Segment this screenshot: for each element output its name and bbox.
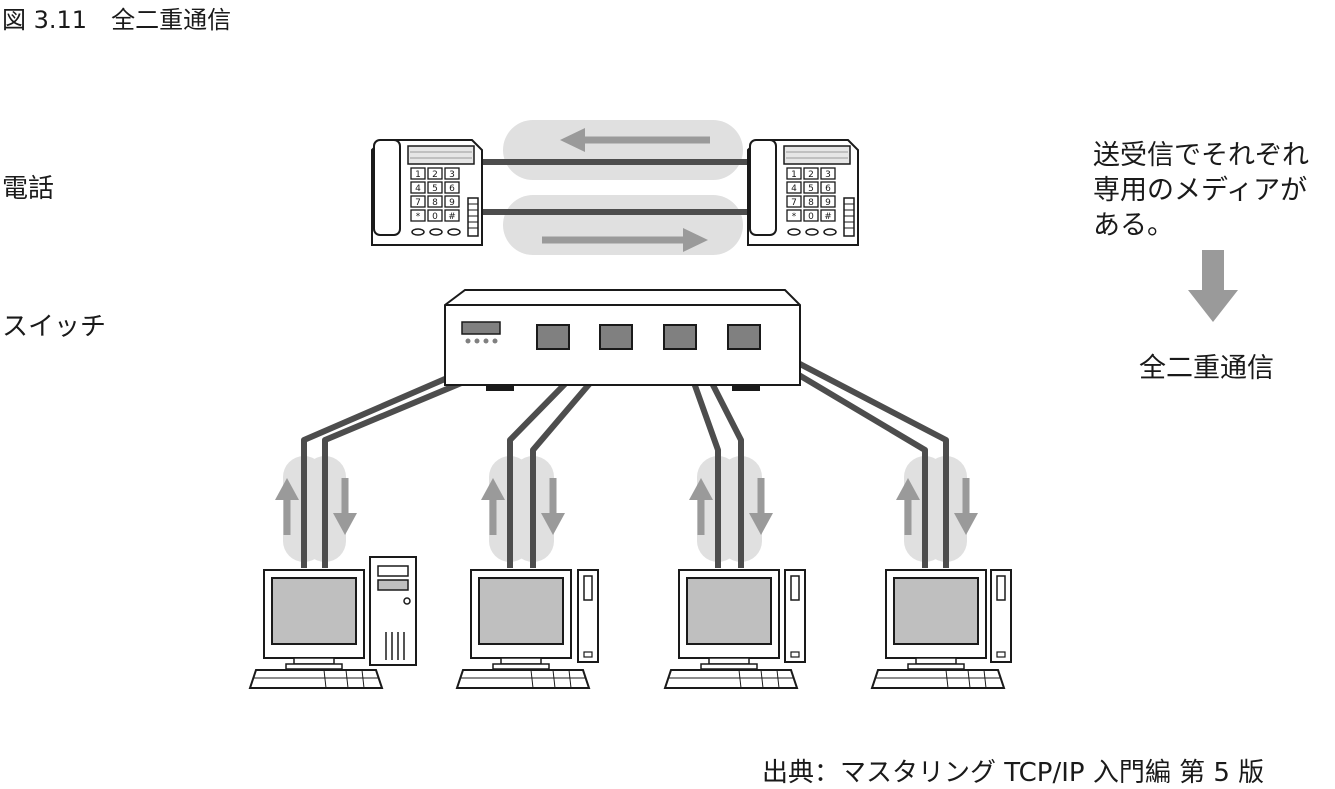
keypad-key (410, 195, 426, 208)
telephone-left (371, 139, 483, 246)
keypad-key (427, 195, 443, 208)
keypad-key-label: 8 (432, 198, 438, 208)
note-line-3: ある。 (1093, 210, 1174, 241)
keypad-key-label: 0 (808, 212, 814, 222)
keypad-right: 1 2 3 4 5 6 7 8 9 * 0 # (786, 167, 836, 222)
switch-port-3 (663, 324, 697, 350)
phone-channel-upper (503, 120, 743, 180)
pc-channels (275, 456, 978, 562)
keypad-key (786, 209, 802, 222)
arrow-down-icon (954, 478, 978, 535)
note-line-1: 送受信でそれぞれ (1093, 140, 1309, 171)
keypad-key (444, 209, 460, 222)
keypad-key (803, 167, 819, 180)
arrow-down-icon (541, 478, 565, 535)
keypad-key (410, 167, 426, 180)
keypad-key-label: 4 (415, 184, 421, 194)
keypad-key-label: 6 (825, 184, 831, 194)
keypad-key (820, 195, 836, 208)
keypad-key (410, 181, 426, 194)
keypad-key (786, 195, 802, 208)
note-line-2: 専用のメディアが (1093, 175, 1308, 206)
figure-title: 図 3.11 全二重通信 (2, 6, 232, 34)
keypad-key-label: # (824, 212, 832, 222)
arrow-up-icon (481, 478, 505, 535)
keypad-key-label: # (448, 212, 456, 222)
keypad-key-label: 1 (791, 170, 797, 180)
computer-1 (249, 569, 383, 689)
keypad-key (427, 181, 443, 194)
computer-3 (664, 569, 798, 689)
keypad-key (820, 167, 836, 180)
keypad-key (410, 209, 426, 222)
phone-channel-lower (503, 195, 743, 255)
keypad-key (803, 209, 819, 222)
keypad-key-label: 2 (432, 170, 438, 180)
keypad-key-label: 8 (808, 198, 814, 208)
keypad-key (820, 181, 836, 194)
keypad-key-label: 6 (449, 184, 455, 194)
tower-case-3 (784, 569, 806, 663)
keypad-key-label: 3 (825, 170, 831, 180)
switch-label: スイッチ (2, 312, 107, 342)
switch-leds (465, 338, 498, 344)
telephone-right (747, 139, 859, 246)
arrow-right-icon (542, 228, 708, 252)
arrow-up-icon (689, 478, 713, 535)
keypad-left: 1 2 3 4 5 6 7 8 9 * 0 # (410, 167, 460, 222)
network-switch (444, 289, 801, 391)
cable-4b (748, 335, 949, 568)
arrow-left-icon (560, 128, 710, 152)
keypad-key (427, 167, 443, 180)
arrow-down-icon (333, 478, 357, 535)
keypad-key (786, 181, 802, 194)
keypad-key-label: 9 (825, 198, 831, 208)
keypad-key-label: 9 (449, 198, 455, 208)
switch-port-2 (599, 324, 633, 350)
arrow-up-icon (275, 478, 299, 535)
keypad-key-label: * (792, 212, 797, 222)
source-credit: 出典：マスタリング TCP/IP 入門編 第 5 版 (762, 758, 1265, 788)
switch-display (461, 321, 501, 335)
keypad-key-label: 0 (432, 212, 438, 222)
tower-case-2 (577, 569, 599, 663)
keypad-key-label: * (416, 212, 421, 222)
computer-4 (871, 569, 1005, 689)
keypad-key (786, 167, 802, 180)
keypad-key (444, 195, 460, 208)
computer-2 (456, 569, 590, 689)
down-arrow-icon (1188, 250, 1238, 322)
full-duplex-label: 全二重通信 (1139, 353, 1274, 384)
keypad-key-label: 4 (791, 184, 797, 194)
switch-port-1 (536, 324, 570, 350)
tower-case-1 (369, 556, 417, 666)
explanation-note: 送受信でそれぞれ 専用のメディアが ある。 (1093, 138, 1333, 243)
keypad-key (427, 209, 443, 222)
keypad-key-label: 5 (808, 184, 814, 194)
keypad-key-label: 2 (808, 170, 814, 180)
cable-4a (738, 337, 928, 568)
keypad-key (444, 167, 460, 180)
tower-case-4 (990, 569, 1012, 663)
keypad-key (803, 181, 819, 194)
phone-label: 電話 (2, 174, 55, 204)
keypad-key-label: 3 (449, 170, 455, 180)
keypad-key-label: 7 (791, 198, 797, 208)
arrow-down-icon (749, 478, 773, 535)
keypad-key-label: 7 (415, 198, 421, 208)
arrow-up-icon (896, 478, 920, 535)
keypad-key (444, 181, 460, 194)
switch-port-4 (727, 324, 761, 350)
keypad-key (820, 209, 836, 222)
keypad-key (803, 195, 819, 208)
keypad-key-label: 1 (415, 170, 421, 180)
keypad-key-label: 5 (432, 184, 438, 194)
